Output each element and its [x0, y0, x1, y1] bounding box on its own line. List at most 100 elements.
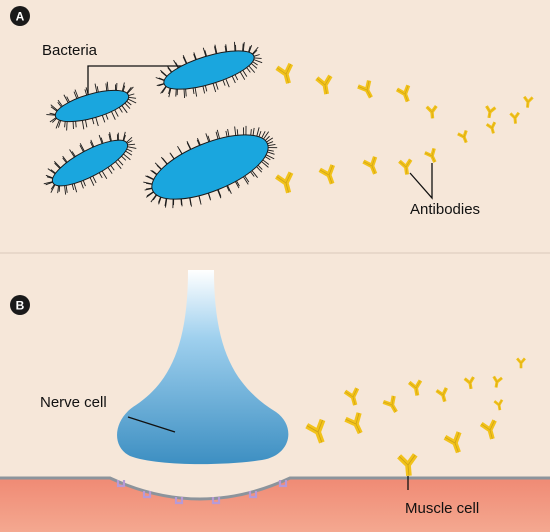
cilium [198, 195, 201, 202]
cilium [180, 198, 182, 205]
nerve-cell-leader-line [127, 416, 176, 433]
cilium [126, 86, 132, 94]
cilium [173, 199, 175, 206]
cilium [66, 121, 68, 131]
cilium [197, 137, 201, 146]
cilium [252, 127, 255, 136]
cilium [168, 88, 171, 95]
cilium [145, 175, 154, 181]
receptors [116, 480, 288, 505]
cilium [43, 181, 53, 185]
cilium [115, 161, 122, 169]
cilium [90, 139, 95, 147]
cilium [45, 174, 54, 179]
cilium [225, 78, 230, 88]
cilium [116, 134, 119, 141]
cilium [204, 85, 208, 92]
cilium [227, 129, 230, 137]
cilium [121, 105, 128, 114]
cilium [57, 120, 62, 128]
cilium [101, 115, 106, 123]
cilium [57, 101, 62, 108]
cilium [118, 107, 123, 113]
cilium [62, 155, 68, 163]
panel-a: A Bacteria [10, 6, 535, 218]
cilium [215, 82, 219, 90]
antibodies-leader-line [409, 163, 433, 200]
panel-b-badge: B [10, 295, 30, 315]
cilium [46, 176, 53, 179]
cilium [243, 127, 245, 135]
cilium [236, 129, 239, 136]
cilium [216, 129, 220, 139]
cilium [175, 62, 179, 68]
cilium [204, 50, 207, 57]
cilium [193, 53, 197, 60]
bacteria-leader-line [87, 65, 216, 103]
cilium [246, 67, 251, 73]
cilium [109, 132, 112, 142]
cilium [74, 89, 79, 99]
cilium [156, 164, 162, 170]
cilium [152, 194, 157, 201]
cilium [143, 181, 153, 185]
cilium [251, 170, 258, 178]
cilium [96, 86, 99, 93]
cilium [167, 67, 172, 73]
cilium [243, 176, 249, 185]
cilium [192, 87, 195, 95]
cilium [222, 79, 226, 86]
cilium [50, 184, 56, 193]
cilium [245, 125, 247, 135]
cilium [205, 133, 210, 142]
cilium [217, 189, 222, 197]
cilium [158, 77, 165, 81]
cilium [145, 191, 154, 198]
cilium [144, 188, 153, 191]
antibodies-group-b [307, 357, 527, 476]
cilium [236, 180, 240, 187]
cilium [250, 171, 255, 177]
cilium [183, 89, 186, 99]
cilium [89, 177, 95, 186]
cilium [51, 117, 57, 123]
cilium [64, 121, 66, 128]
cilium [50, 169, 56, 174]
cilium [127, 146, 137, 149]
cilium [117, 159, 124, 166]
cilium [79, 144, 84, 152]
cilium [234, 41, 236, 51]
cilium [242, 70, 248, 77]
cilium [73, 91, 78, 99]
cilium [267, 143, 276, 147]
cilium [122, 131, 126, 141]
cilium [235, 44, 237, 51]
muscle-cell-label: Muscle cell [405, 500, 479, 517]
cilium [225, 44, 228, 52]
cilium [160, 156, 168, 165]
cilium [65, 185, 68, 193]
cilium [47, 168, 56, 175]
cilium [106, 81, 109, 91]
bacterium-2 [155, 41, 263, 99]
cilium [234, 181, 240, 189]
cilium [248, 45, 253, 53]
cilium [45, 181, 53, 186]
cilium [268, 147, 278, 149]
cilium [175, 89, 177, 97]
cilium [71, 151, 76, 157]
cilium [73, 183, 78, 193]
cilium [263, 131, 270, 140]
cilium [156, 83, 165, 86]
cilium [252, 49, 258, 55]
cilium [108, 133, 111, 142]
cilium [231, 75, 236, 84]
cilium [146, 191, 154, 197]
cilium [90, 141, 94, 148]
panel-a-badge-text: A [16, 10, 25, 24]
cilium [266, 137, 274, 143]
cilium [80, 181, 84, 189]
cilium [128, 93, 135, 96]
cilium [239, 71, 246, 80]
